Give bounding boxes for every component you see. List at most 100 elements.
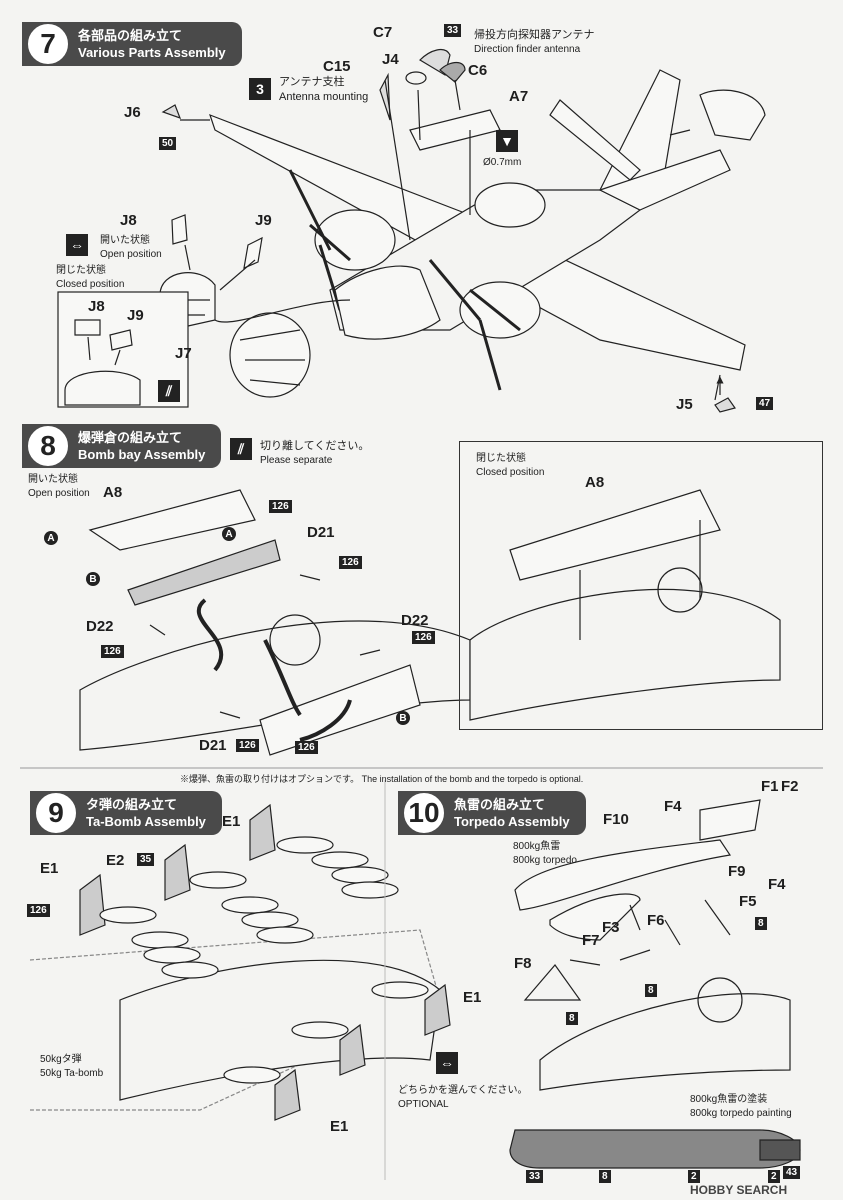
part-f10: F10 bbox=[603, 811, 629, 828]
marker-a: A bbox=[44, 531, 58, 545]
paint-tag-33: 33 bbox=[444, 24, 462, 37]
part-j6: J6 bbox=[124, 104, 141, 121]
torpedo-paint-jp: 800kg魚雷の塗装 bbox=[690, 1094, 768, 1105]
part-d22: D22 bbox=[86, 618, 114, 635]
part-f8: F8 bbox=[514, 955, 532, 972]
paint-tag-8: 8 bbox=[599, 1170, 611, 1183]
part-d21: D21 bbox=[307, 524, 335, 541]
step-title-en: Bomb bay Assembly bbox=[78, 447, 206, 462]
paint-tag-50: 50 bbox=[159, 137, 177, 150]
torpedo-label-en: 800kg torpedo bbox=[513, 855, 577, 866]
antenna-mount-en: Antenna mounting bbox=[279, 91, 369, 103]
separate-jp: 切り離してください。 bbox=[260, 440, 370, 452]
torpedo-paint-en: 800kg torpedo painting bbox=[690, 1108, 792, 1119]
part-c15: C15 bbox=[323, 58, 351, 75]
antenna-label-en: Direction finder antenna bbox=[474, 44, 581, 55]
part-e2: E2 bbox=[106, 852, 125, 869]
marker-a: A bbox=[222, 527, 236, 541]
substep-3-badge: 3 bbox=[249, 78, 271, 100]
paint-tag-8: 8 bbox=[566, 1012, 578, 1025]
optional-en: OPTIONAL bbox=[398, 1099, 449, 1110]
part-j7: J7 bbox=[175, 345, 192, 362]
paint-tag-8: 8 bbox=[645, 984, 657, 997]
paint-tag-126: 126 bbox=[236, 739, 259, 752]
marker-b: B bbox=[86, 572, 100, 586]
step-title-jp: 魚雷の組み立て bbox=[454, 797, 546, 812]
separate-en: Please separate bbox=[260, 455, 333, 466]
antenna-label-jp: 帰投方向探知器アンテナ bbox=[474, 29, 595, 41]
step-title-en: Ta-Bomb Assembly bbox=[86, 814, 206, 829]
part-f3: F3 bbox=[602, 919, 620, 936]
paint-tag-2: 2 bbox=[688, 1170, 700, 1183]
part-c7: C7 bbox=[373, 24, 393, 41]
paint-tag-35: 35 bbox=[137, 853, 155, 866]
open-label-jp: 開いた状態 bbox=[28, 474, 78, 485]
part-f6: F6 bbox=[647, 912, 665, 929]
open-label-en: Open position bbox=[100, 249, 162, 260]
part-j8: J8 bbox=[120, 212, 137, 229]
paint-tag-8: 8 bbox=[755, 917, 767, 930]
part-j9-closed: J9 bbox=[127, 307, 144, 324]
marker-b: B bbox=[396, 711, 410, 725]
drill-icon: ▼ bbox=[496, 130, 518, 152]
closed-label-jp: 閉じた状態 bbox=[56, 265, 106, 276]
part-f4: F4 bbox=[768, 876, 786, 893]
part-a8: A8 bbox=[103, 484, 123, 501]
step-10-header: 10 魚雷の組み立て Torpedo Assembly bbox=[398, 791, 586, 835]
part-f2: F2 bbox=[781, 778, 799, 795]
step-number: 9 bbox=[34, 791, 78, 835]
paint-tag-126: 126 bbox=[27, 904, 50, 917]
step-9-header: 9 タ弾の組み立て Ta-Bomb Assembly bbox=[30, 791, 222, 835]
step-7-header: 7 各部品の組み立て Various Parts Assembly bbox=[22, 22, 242, 66]
step-title-jp: タ弾の組み立て bbox=[86, 797, 178, 812]
open-arrow-icon: ⇔ bbox=[66, 234, 88, 256]
part-j9: J9 bbox=[255, 212, 272, 229]
part-a7: A7 bbox=[509, 88, 529, 105]
step-8-header: 8 爆弾倉の組み立て Bomb bay Assembly bbox=[22, 424, 222, 468]
paint-tag-126: 126 bbox=[339, 556, 362, 569]
watermark: HOBBY SEARCH bbox=[690, 1183, 788, 1197]
paint-tag-33: 33 bbox=[526, 1170, 544, 1183]
part-f4: F4 bbox=[664, 798, 682, 815]
closed-label-jp: 閉じた状態 bbox=[476, 453, 526, 464]
bomb-label-jp: 50kgタ弾 bbox=[40, 1054, 82, 1065]
drill-size: Ø0.7mm bbox=[483, 157, 522, 168]
part-c6: C6 bbox=[468, 62, 488, 79]
open-label-en: Open position bbox=[28, 488, 90, 499]
paint-tag-2: 2 bbox=[768, 1170, 780, 1183]
step-title-jp: 各部品の組み立て bbox=[78, 28, 183, 43]
step-number: 8 bbox=[26, 424, 70, 468]
part-d22: D22 bbox=[401, 612, 429, 629]
part-f7: F7 bbox=[582, 932, 600, 949]
step-number: 7 bbox=[26, 22, 70, 66]
part-f5: F5 bbox=[739, 893, 757, 910]
paint-tag-126: 126 bbox=[269, 500, 292, 513]
closed-position-panel bbox=[459, 441, 823, 730]
paint-tag-47: 47 bbox=[756, 397, 774, 410]
part-a8-closed: A8 bbox=[585, 474, 605, 491]
optional-note: ※爆弾、魚雷の取り付けはオプションです。 The installation of… bbox=[180, 774, 584, 784]
antenna-mount-jp: アンテナ支柱 bbox=[279, 76, 345, 88]
separate-icon: ⫽ bbox=[230, 438, 252, 460]
torpedo-label-jp: 800kg魚雷 bbox=[513, 841, 561, 852]
step-title-en: Various Parts Assembly bbox=[78, 45, 226, 60]
part-e1: E1 bbox=[463, 989, 482, 1006]
part-e1: E1 bbox=[222, 813, 241, 830]
optional-jp: どちらかを選んでください。 bbox=[398, 1085, 528, 1096]
closed-label-en: Closed position bbox=[56, 279, 125, 290]
part-f9: F9 bbox=[728, 863, 746, 880]
part-j8-closed: J8 bbox=[88, 298, 105, 315]
part-f1: F1 bbox=[761, 778, 779, 795]
paint-tag-126: 126 bbox=[412, 631, 435, 644]
step-title-jp: 爆弾倉の組み立て bbox=[78, 430, 183, 445]
closed-label-en: Closed position bbox=[476, 467, 545, 478]
step-title-en: Torpedo Assembly bbox=[454, 814, 570, 829]
step-number: 10 bbox=[402, 791, 446, 835]
paint-tag-43: 43 bbox=[783, 1166, 801, 1179]
paint-tag-126: 126 bbox=[295, 741, 318, 754]
optional-icon: ⇔ bbox=[436, 1052, 458, 1074]
part-e1: E1 bbox=[330, 1118, 349, 1135]
part-j4: J4 bbox=[382, 51, 399, 68]
open-label-jp: 開いた状態 bbox=[100, 235, 150, 246]
